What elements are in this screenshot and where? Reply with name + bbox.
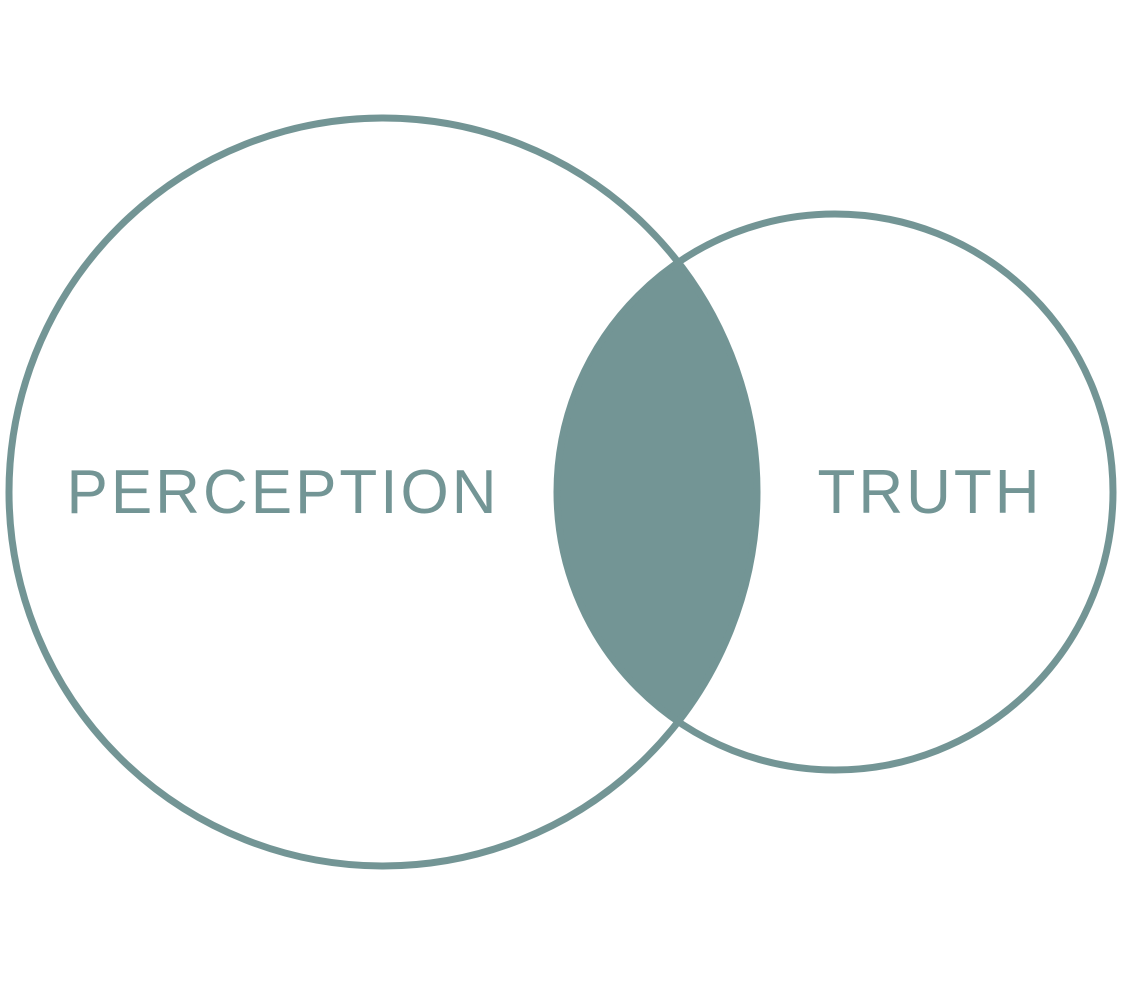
perception-label: PERCEPTION [66, 458, 499, 527]
truth-label: TRUTH [817, 458, 1042, 527]
perception-circle [5, 114, 761, 870]
truth-circle [553, 210, 1117, 774]
